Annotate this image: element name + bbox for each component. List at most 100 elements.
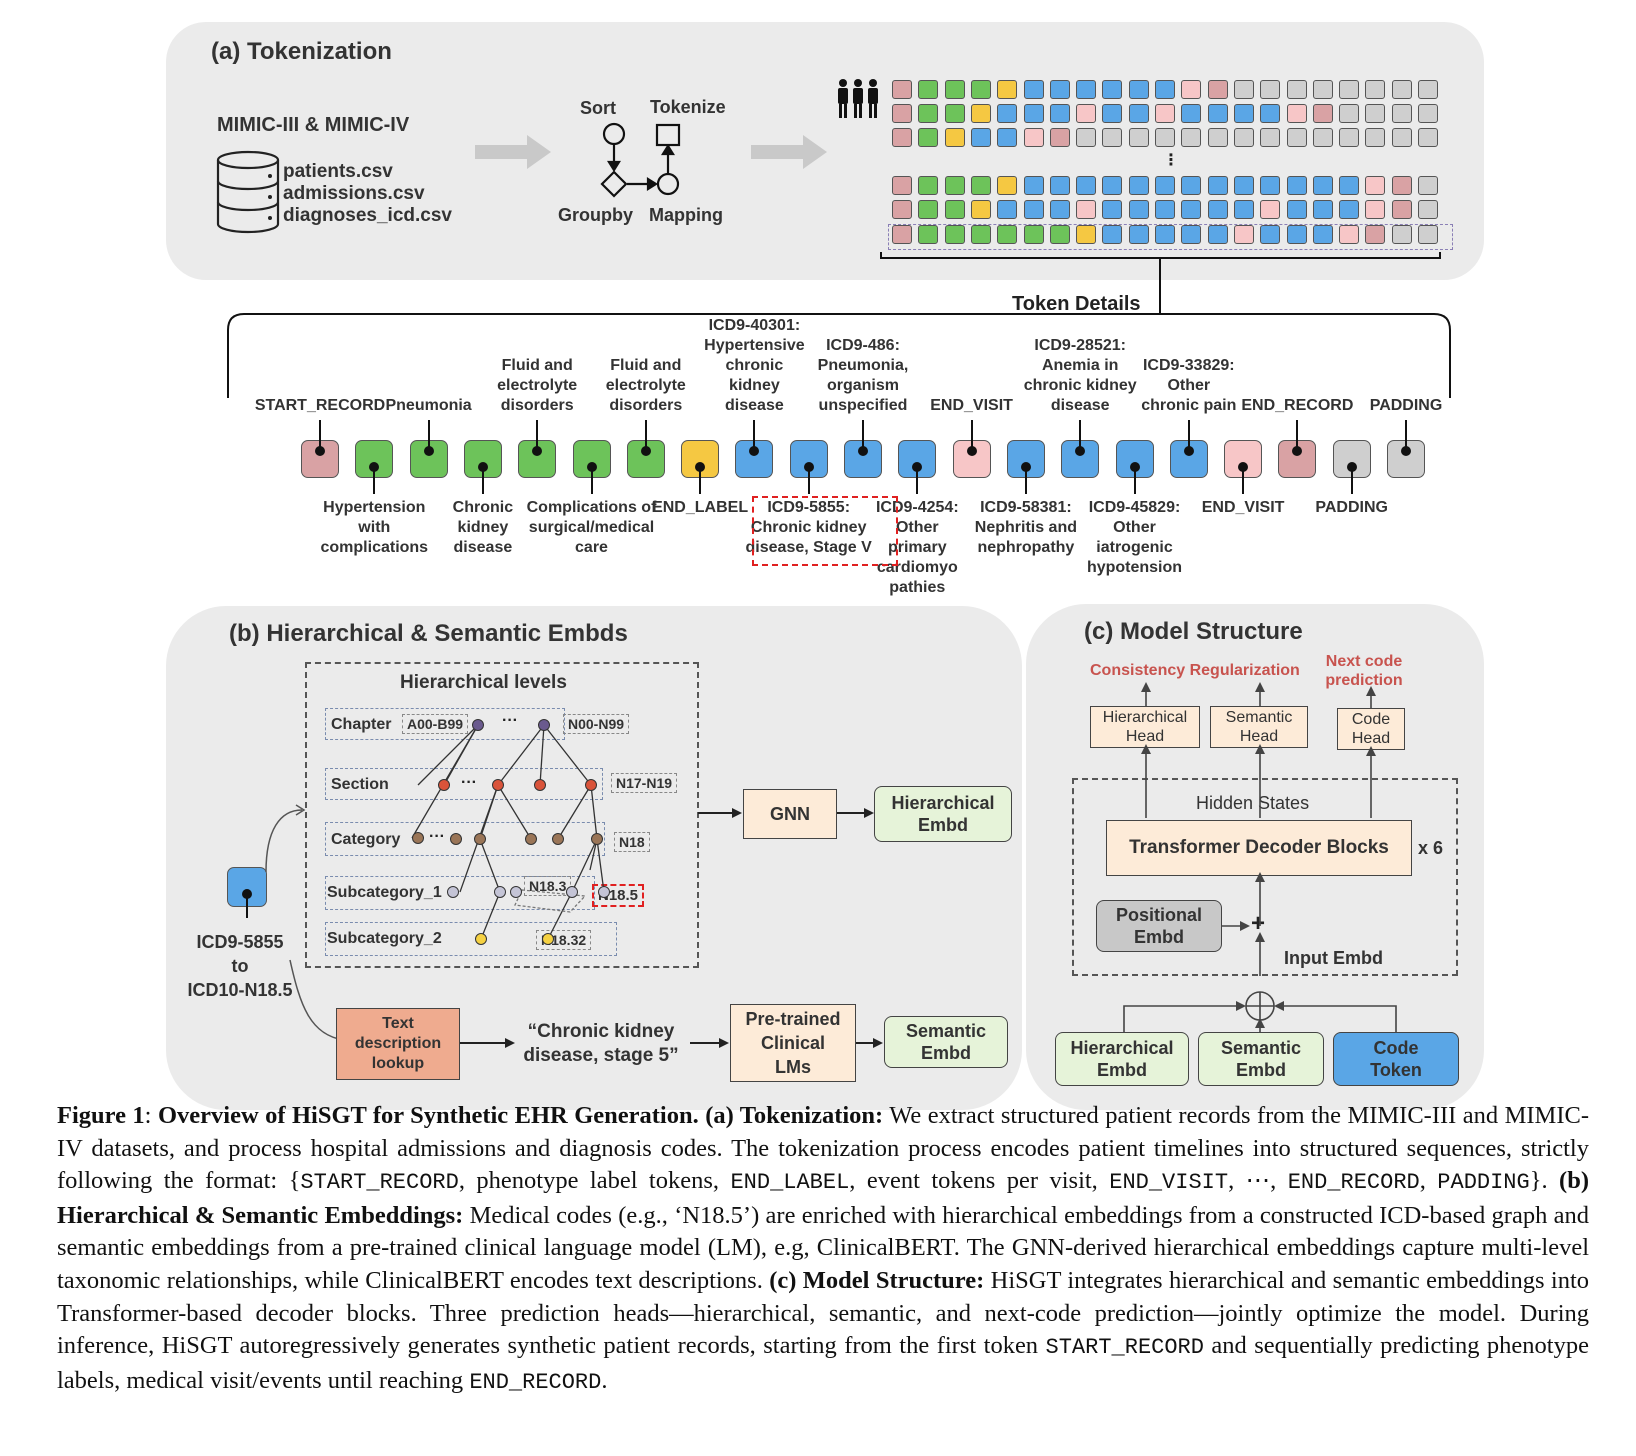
grid-token-cell xyxy=(1207,176,1228,195)
grid-token-cell xyxy=(1076,200,1097,219)
consistency-label: Consistency Regularization xyxy=(1090,662,1300,679)
grid-token-cell xyxy=(1233,80,1254,99)
token-label: ICD9-45829: Other iatrogenic hypotension xyxy=(1086,499,1183,576)
grid-token-cell xyxy=(997,80,1018,99)
caption-c-text-2: and sequentially predicting phenotype la… xyxy=(57,1332,1589,1394)
grid-token-cell xyxy=(1023,176,1044,195)
embeddings-panel xyxy=(166,606,1022,1110)
grid-token-cell xyxy=(1339,200,1360,219)
caption-a-heading: (a) Tokenization: xyxy=(705,1102,884,1129)
token-label: START_RECORD xyxy=(254,397,386,414)
tree-node xyxy=(475,933,487,945)
token-dot xyxy=(858,446,868,456)
grid-token-cell xyxy=(1260,225,1281,244)
groupby-label: Groupby xyxy=(558,205,633,225)
code-a00-b99: A00-B99 xyxy=(402,714,469,734)
figure-caption: Figure 1: Overview of HiSGT for Syntheti… xyxy=(57,1100,1589,1399)
grid-token-cell xyxy=(892,225,912,244)
grid-token-cell xyxy=(1155,104,1175,123)
code-n17-n19: N17-N19 xyxy=(611,773,678,793)
caption-mono-end-record-2: END_RECORD xyxy=(469,1369,602,1395)
token-label: ICD9-58381: Nephritis and nephropathy xyxy=(974,499,1077,556)
database-icon xyxy=(216,150,280,234)
grid-token-cell xyxy=(944,104,965,123)
tree-node xyxy=(412,832,424,844)
arrow-to-hier-embd xyxy=(837,808,874,818)
hierarchical-levels-title: Hierarchical levels xyxy=(400,672,567,693)
token-label: Pneumonia xyxy=(385,397,472,414)
arrow-to-quote xyxy=(460,1038,515,1048)
vertical-ellipsis: ⋮ xyxy=(1163,152,1179,169)
arrow-right-icon xyxy=(475,135,551,169)
ellipsis-category: ··· xyxy=(429,828,445,845)
token-stem xyxy=(246,894,248,918)
semantic-embd-box: Semantic Embd xyxy=(884,1016,1008,1068)
level-label-subcategory-2: Subcategory_2 xyxy=(327,930,442,947)
grid-token-cell xyxy=(1260,128,1281,147)
token-stem xyxy=(916,466,919,494)
token-stem xyxy=(1296,420,1299,448)
grid-token-cell xyxy=(1076,225,1097,244)
grid-token-cell xyxy=(1365,80,1386,99)
token-label: ICD9-40301: Hypertensive chronic kidney … xyxy=(704,317,805,414)
grid-token-cell xyxy=(1391,80,1412,99)
tree-node xyxy=(494,886,506,898)
plus-sign: + xyxy=(1251,910,1266,937)
caption-c-text-3: . xyxy=(601,1366,608,1394)
token-stem xyxy=(1187,420,1190,448)
grid-token-cell xyxy=(997,200,1018,219)
tree-node xyxy=(591,833,603,845)
token-dot xyxy=(1075,446,1086,456)
grid-token-cell xyxy=(1181,176,1202,195)
grid-token-cell xyxy=(970,225,991,244)
grid-token-cell xyxy=(1391,176,1412,195)
caption-a-text-6: }. xyxy=(1529,1167,1560,1195)
grid-token-cell xyxy=(1365,128,1386,147)
token-dot xyxy=(1292,446,1303,456)
file-list: patients.csv admissions.csv diagnoses_ic… xyxy=(283,161,452,227)
token-label: END_LABEL xyxy=(652,499,749,516)
caption-b-heading: (b) Hierarchical & Semantic Embeddings: xyxy=(57,1167,1589,1229)
caption-mono-end-visit: END_VISIT xyxy=(1109,1170,1229,1196)
hierarchical-embd-box: Hierarchical Embd xyxy=(874,786,1012,842)
semantic-head-box: Semantic Head xyxy=(1210,706,1308,748)
tree-node xyxy=(525,833,537,845)
caption-mono-end-record: END_RECORD xyxy=(1287,1170,1420,1196)
grid-token-cell xyxy=(1155,200,1175,219)
grid-token-cell xyxy=(1233,128,1254,147)
level-section xyxy=(325,768,603,800)
grid-token-cell xyxy=(1339,225,1360,244)
hierarchical-head-box: Hierarchical Head xyxy=(1090,706,1200,748)
token-label: END_RECORD xyxy=(1241,397,1354,414)
gnn-box: GNN xyxy=(743,789,837,839)
grid-token-cell xyxy=(918,128,939,147)
grid-token-cell xyxy=(1286,80,1307,99)
grid-token-cell xyxy=(1102,176,1123,195)
grid-token-cell xyxy=(1312,80,1333,99)
grid-token-cell xyxy=(1155,80,1175,99)
grid-token-cell xyxy=(1049,225,1070,244)
caption-a-text-5: , xyxy=(1419,1167,1438,1195)
grid-token-cell xyxy=(1391,200,1412,219)
token-dot xyxy=(1183,446,1194,456)
token-stem xyxy=(590,466,593,494)
grid-token-cell xyxy=(997,104,1018,123)
tree-node xyxy=(542,933,554,945)
token-label: ICD9-33829: Other chronic pain xyxy=(1141,357,1237,414)
grid-token-cell xyxy=(1181,80,1202,99)
token-dot xyxy=(1401,446,1411,456)
arrow-right-icon xyxy=(751,135,827,169)
caption-sep: : xyxy=(144,1102,158,1129)
grid-token-cell xyxy=(1155,225,1175,244)
grid-token-cell xyxy=(1076,104,1097,123)
grid-token-cell xyxy=(892,200,912,219)
token-stem xyxy=(862,420,864,448)
caption-a-text-2: , phenotype label tokens, xyxy=(458,1167,731,1195)
level-label-chapter: Chapter xyxy=(331,716,392,733)
grid-token-cell xyxy=(1102,80,1123,99)
grid-token-cell xyxy=(1260,176,1281,195)
token-stem xyxy=(1350,466,1353,494)
embeddings-title: (b) Hierarchical & Semantic Embds xyxy=(229,620,628,647)
level-label-category: Category xyxy=(331,831,401,848)
token-label: Fluid and electrolyte disorders xyxy=(497,357,578,414)
